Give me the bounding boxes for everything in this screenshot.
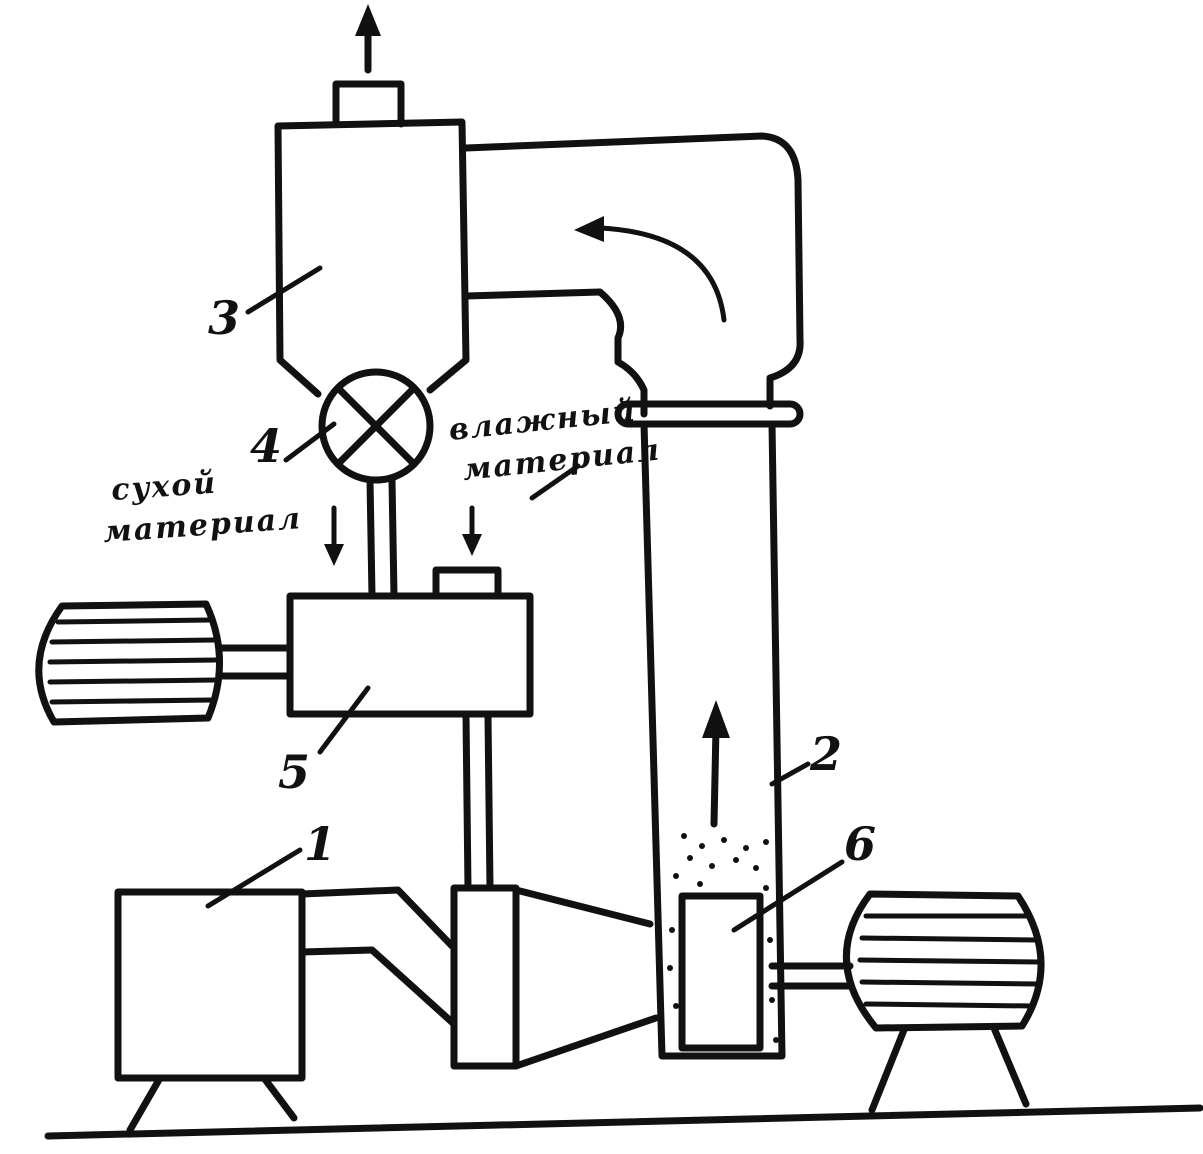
return-duct <box>462 132 804 410</box>
leader-6 <box>731 859 845 933</box>
riser-column <box>640 420 786 1060</box>
number-2: 2 <box>809 727 842 781</box>
ground-line <box>44 1104 1203 1140</box>
exhaust-arrow <box>355 4 381 74</box>
leader-wet-material <box>529 463 581 501</box>
leader-1 <box>205 847 303 909</box>
dry-material-label-line1: сухой <box>110 466 218 508</box>
leader-2 <box>769 761 811 787</box>
material-particles <box>667 833 779 1043</box>
fan-motor <box>768 890 1045 1114</box>
wet-material-inlet <box>432 566 502 600</box>
leader-3 <box>245 265 323 315</box>
number-5: 5 <box>278 745 310 799</box>
cyclone-separator <box>274 118 470 398</box>
furnace <box>114 888 306 1134</box>
fan-impeller-box <box>678 892 764 1052</box>
mixer-to-feeder-pipe <box>462 712 494 892</box>
riser-flange <box>614 400 804 428</box>
riser-flow-arrow <box>702 700 730 828</box>
feeder-cone <box>512 886 660 1070</box>
rotary-valve <box>318 368 434 484</box>
wet-material-arrow <box>462 505 482 556</box>
dry-material-arrow <box>324 505 344 566</box>
feeder-body <box>450 884 520 1070</box>
mixer-box <box>286 592 534 718</box>
number-1: 1 <box>304 817 336 871</box>
number-3: 3 <box>208 291 240 345</box>
bend-flow-arrow <box>574 216 727 323</box>
number-6: 6 <box>844 817 876 871</box>
return-duct-inner <box>462 288 648 418</box>
valve-to-mixer-pipe <box>366 476 398 600</box>
number-4: 4 <box>250 419 282 473</box>
hot-gas-duct <box>298 886 458 1028</box>
exhaust-outlet <box>332 80 405 128</box>
leader-5 <box>317 685 371 755</box>
leader-4 <box>283 421 337 463</box>
mixer-motor <box>35 600 294 726</box>
dry-material-label-line2: материал <box>102 501 303 550</box>
